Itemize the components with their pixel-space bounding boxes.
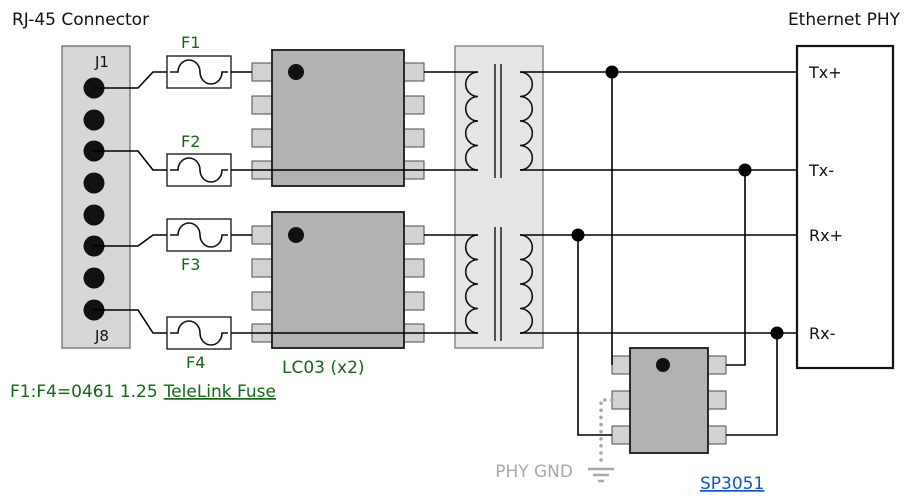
winding-primary-top (464, 71, 479, 171)
ic-pin (403, 225, 425, 245)
ic-pin (251, 128, 273, 148)
rj45-last-pin-label: J8 (94, 327, 109, 345)
rj45-title: RJ-45 Connector (12, 10, 149, 30)
lc03-label: LC03 (x2) (282, 358, 365, 378)
phy-pin-tx-plus: Tx+ (808, 63, 842, 82)
junction-dot-tx-plus (605, 65, 619, 79)
phy-pin-tx-minus: Tx- (808, 161, 834, 180)
ic-pin (403, 128, 425, 148)
ic-pin (403, 95, 425, 115)
fuse-f4-label: F4 (186, 353, 205, 372)
wire-rxminus-to-sp3051 (726, 333, 778, 436)
fuse-element (170, 222, 228, 248)
fuse-f3-label: F3 (181, 255, 200, 274)
ic-pin (251, 225, 273, 245)
fuse-element (170, 59, 228, 85)
ic-pin (251, 258, 273, 278)
ic-pin (611, 355, 631, 375)
rj45-pin (83, 172, 105, 194)
rj45-pin (83, 109, 105, 131)
sp3051-link[interactable]: SP3051 (700, 474, 764, 494)
ic-pin (707, 390, 727, 410)
fuse-note-prefix: F1:F4=0461 1.25 (10, 382, 158, 402)
wire-txminus-to-sp3051 (726, 170, 746, 366)
ic-pin (251, 62, 273, 82)
wire-rj45-to-f1 (93, 71, 167, 89)
fuse-element (170, 320, 228, 346)
ic-pin (403, 291, 425, 311)
fuse-f2-label: F2 (181, 132, 200, 151)
ic-pin (707, 355, 727, 375)
fuse-f1-label: F1 (181, 33, 200, 52)
phy-gnd-label: PHY GND (495, 462, 573, 482)
rj45-pin (83, 204, 105, 226)
ethernet-phy-title: Ethernet PHY (788, 10, 901, 30)
transformer (454, 45, 544, 349)
ic-pin (611, 390, 631, 410)
rj45-first-pin-label: J1 (94, 53, 109, 71)
phy-ground (588, 398, 614, 483)
sp3051-ic (611, 347, 727, 454)
ic-pin (403, 258, 425, 278)
fuse-element (170, 157, 228, 183)
wire-rj45-to-f2 (93, 150, 167, 171)
junction-dot-rx-plus (571, 228, 585, 242)
ground-dotted-wire (599, 398, 614, 466)
ic-pin (403, 62, 425, 82)
junction-dot-rx-minus (770, 326, 784, 340)
winding-secondary-top (519, 71, 534, 171)
phy-pin-rx-plus: Rx+ (809, 226, 843, 245)
pin1-marker (656, 358, 670, 372)
winding-secondary-bottom (519, 234, 534, 334)
fuse-f4 (166, 316, 232, 350)
wire-rxplus-to-sp3051 (577, 235, 612, 436)
junction-dot-tx-minus (738, 163, 752, 177)
pin1-marker (288, 64, 304, 80)
wire-rj45-to-f4 (93, 309, 167, 334)
phy-body (795, 44, 895, 370)
rj45-pin (83, 267, 105, 289)
ethernet-phy-box (795, 44, 895, 370)
telelink-fuse-link[interactable]: TeleLink Fuse (163, 382, 276, 402)
ic-pin (611, 425, 631, 445)
rj45-connector (61, 45, 131, 349)
transformer-body (454, 45, 544, 349)
lc03-ic-1 (251, 49, 425, 187)
phy-pin-rx-minus: Rx- (809, 324, 835, 343)
lc03-ic-2 (251, 211, 425, 349)
ic-pin (251, 95, 273, 115)
fuse-f1 (166, 55, 232, 89)
ic-pin (251, 291, 273, 311)
fuse-f3 (166, 218, 232, 252)
wire-rj45-to-f3 (93, 234, 167, 247)
winding-primary-bottom (464, 234, 479, 334)
fuse-f2 (166, 153, 232, 187)
ic-pin (707, 425, 727, 445)
pin1-marker (288, 227, 304, 243)
